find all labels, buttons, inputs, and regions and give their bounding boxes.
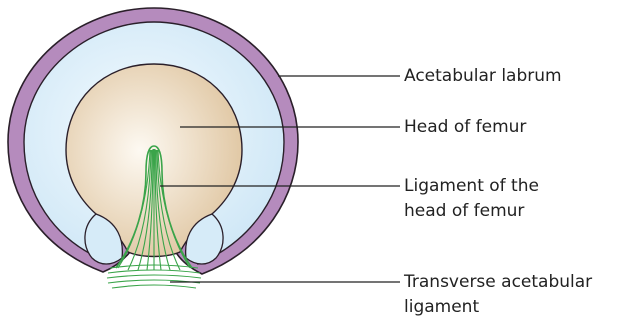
label-head-of-femur: Head of femur [404, 116, 526, 138]
label-ligament-of-head-line2: head of femur [404, 200, 524, 222]
label-transverse-ligament-line2: ligament [404, 296, 479, 318]
label-ligament-of-head-line1: Ligament of the [404, 175, 539, 197]
label-acetabular-labrum: Acetabular labrum [404, 65, 562, 87]
label-transverse-ligament-line1: Transverse acetabular [404, 271, 592, 293]
